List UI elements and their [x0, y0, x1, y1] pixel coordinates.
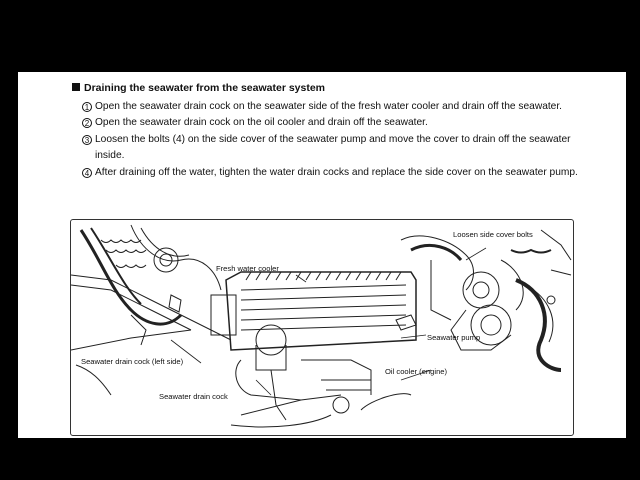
label-seawater-drain-cock: Seawater drain cock	[159, 392, 228, 401]
section-heading-text: Draining the seawater from the seawater …	[84, 82, 326, 94]
steps-list: 1 Open the seawater drain cock on the se…	[82, 99, 580, 181]
label-fresh-water-cooler: Fresh water cooler	[216, 264, 279, 273]
section-heading: Draining the seawater from the seawater …	[72, 82, 325, 94]
engine-drawing	[71, 224, 572, 428]
label-seawater-drain-cock-left: Seawater drain cock (left side)	[81, 357, 184, 366]
square-bullet-icon	[72, 83, 80, 91]
step-number: 3	[82, 134, 92, 145]
step-text: Open the seawater drain cock on the oil …	[95, 117, 428, 129]
label-loosen-side-cover-bolts: Loosen side cover bolts	[453, 230, 533, 239]
step-item: 3 Loosen the bolts (4) on the side cover…	[82, 132, 580, 165]
step-item: 2 Open the seawater drain cock on the oi…	[82, 115, 580, 131]
step-text: After draining off the water, tighten th…	[95, 166, 578, 178]
label-oil-cooler-engine: Oil cooler (engine)	[385, 367, 448, 376]
step-number: 2	[82, 118, 92, 129]
step-item: 1 Open the seawater drain cock on the se…	[82, 99, 580, 115]
step-number: 4	[82, 167, 92, 178]
step-text: Open the seawater drain cock on the seaw…	[95, 101, 563, 112]
manual-page: Draining the seawater from the seawater …	[18, 72, 626, 438]
engine-illustration: Fresh water cooler Loosen side cover bol…	[70, 219, 574, 436]
step-number: 1	[82, 102, 92, 112]
step-text: Loosen the bolts (4) on the side cover o…	[95, 133, 571, 162]
label-seawater-pump: Seawater pump	[427, 333, 481, 342]
step-item: 4 After draining off the water, tighten …	[82, 165, 580, 181]
